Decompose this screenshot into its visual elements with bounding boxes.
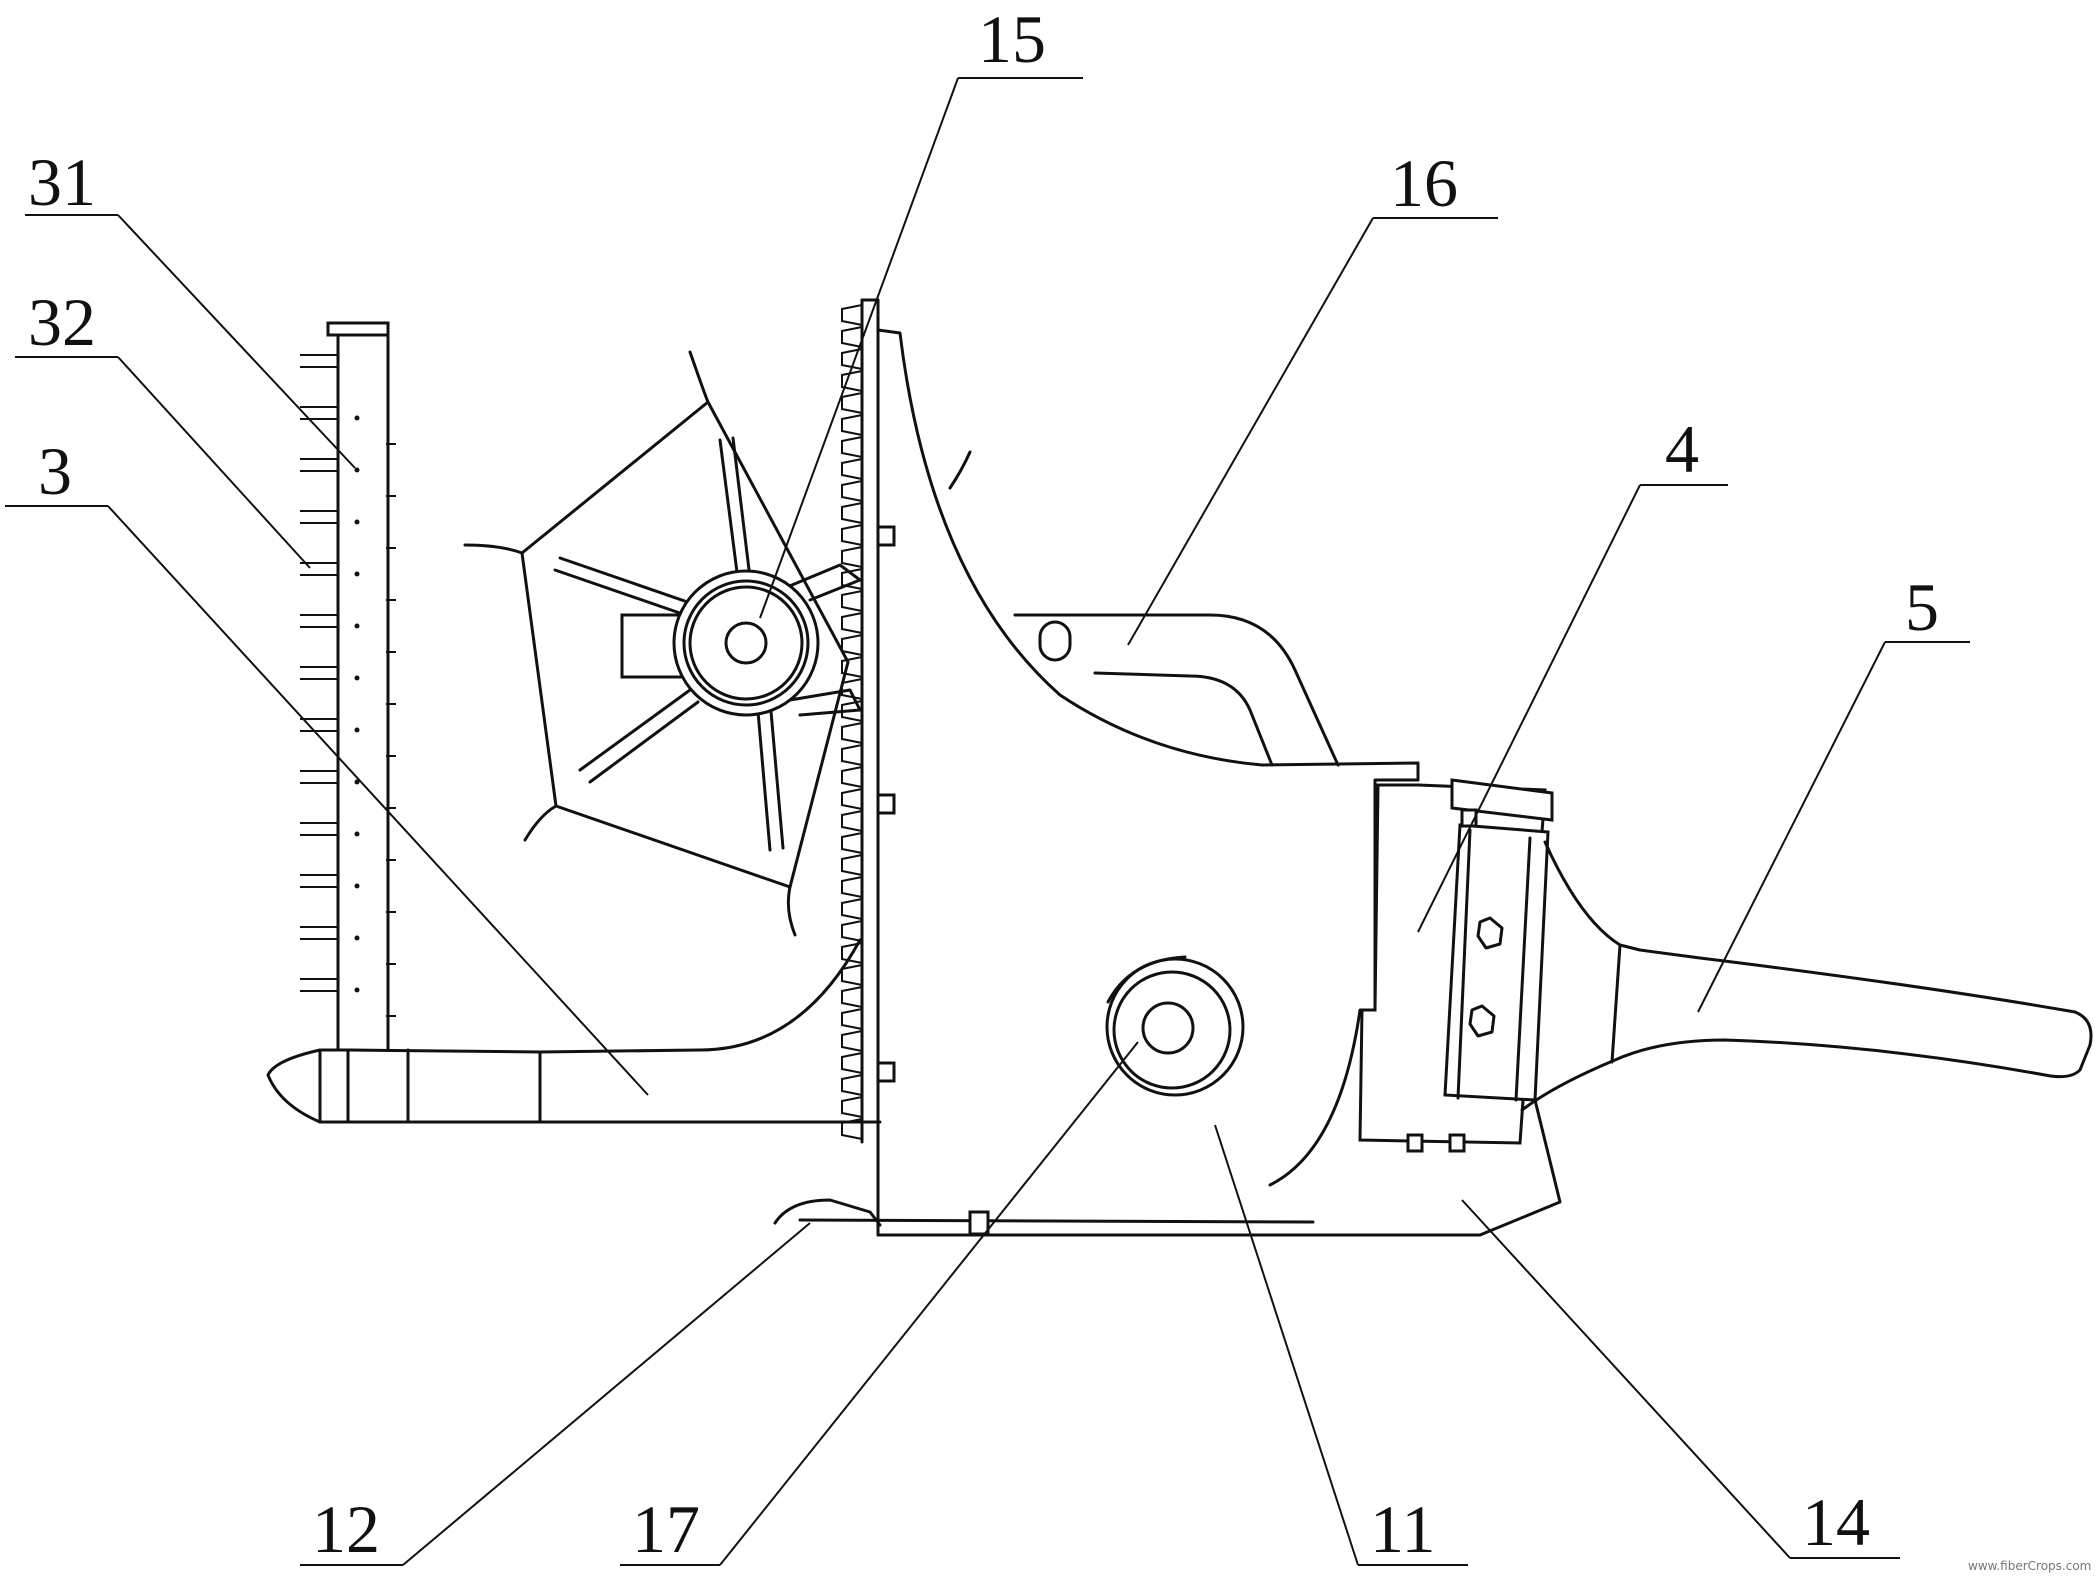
cutter-tooth	[841, 436, 863, 458]
rack-dot	[354, 987, 360, 993]
callout-15: 15	[978, 1, 1046, 77]
rack-dot	[354, 779, 360, 785]
cutter-tooth	[841, 370, 863, 392]
rack-dot	[354, 415, 360, 421]
cutter-tooth	[841, 326, 863, 348]
cutter-tooth	[841, 612, 863, 634]
rack-dot	[354, 571, 360, 577]
rack-dot	[354, 831, 360, 837]
rack-dot	[354, 935, 360, 941]
cutter-tooth	[841, 458, 863, 480]
cutter-bar	[860, 298, 896, 1144]
skid	[1478, 1098, 1562, 1237]
callout-3: 3	[38, 433, 72, 509]
cutter-tooth	[841, 1096, 863, 1118]
cutter-tooth	[841, 1052, 863, 1074]
vertical-rack	[326, 321, 390, 1052]
cutter-tooth	[841, 1030, 863, 1052]
cutter-teeth	[841, 304, 863, 1140]
cutter-tooth	[841, 788, 863, 810]
reel	[463, 350, 972, 937]
callout-16: 16	[1390, 145, 1458, 221]
callout-5: 5	[1905, 569, 1939, 645]
cutter-tooth	[841, 700, 863, 722]
cutter-tooth	[841, 304, 863, 326]
callout-32: 32	[28, 284, 96, 360]
callout-31: 31	[28, 144, 96, 220]
cutter-tooth	[841, 480, 863, 502]
bottom-blade	[773, 1198, 1315, 1236]
cutter-tooth	[841, 876, 863, 898]
callout-17: 17	[632, 1491, 700, 1567]
cutter-tooth	[841, 744, 863, 766]
cutter-tooth	[841, 854, 863, 876]
rack-teeth	[300, 354, 338, 992]
handle-grip	[1520, 840, 2093, 1112]
cutter-tooth	[841, 546, 863, 568]
callout-14: 14	[1802, 1484, 1870, 1560]
cutter-tooth	[841, 722, 863, 744]
cutter-tooth	[841, 678, 863, 700]
cutter-tooth	[841, 524, 863, 546]
cutter-tooth	[841, 832, 863, 854]
handle-bracket	[1013, 613, 1340, 767]
cutter-tooth	[841, 810, 863, 832]
cutter-tooth	[841, 568, 863, 590]
cutter-tooth	[841, 414, 863, 436]
cutter-tooth	[841, 392, 863, 414]
leader-lines	[5, 77, 1970, 1566]
cutter-tooth	[841, 920, 863, 942]
cutter-tooth	[841, 1074, 863, 1096]
callout-4: 4	[1665, 411, 1699, 487]
cutter-tooth	[841, 1118, 863, 1140]
cutter-tooth	[841, 898, 863, 920]
rack-dots	[354, 415, 396, 1017]
cutter-tooth	[841, 766, 863, 788]
cutter-tooth	[841, 656, 863, 678]
cutter-tooth	[841, 590, 863, 612]
crop-divider	[266, 938, 882, 1124]
callout-12: 12	[312, 1491, 380, 1567]
watermark: www.fiberCrops.com	[1968, 1559, 2091, 1573]
cutter-tooth	[841, 502, 863, 524]
rack-dot	[354, 675, 360, 681]
rack-dot	[354, 467, 360, 473]
cutter-tooth	[841, 964, 863, 986]
motor	[1358, 778, 1554, 1153]
rack-dot	[354, 519, 360, 525]
rack-dot	[354, 623, 360, 629]
cutter-tooth	[841, 634, 863, 656]
roller	[1105, 955, 1245, 1097]
cutter-tooth	[841, 942, 863, 964]
callout-11: 11	[1370, 1491, 1435, 1567]
cutter-tooth	[841, 986, 863, 1008]
rack-dot	[354, 727, 360, 733]
rack-dot	[354, 883, 360, 889]
cutter-tooth	[841, 1008, 863, 1030]
